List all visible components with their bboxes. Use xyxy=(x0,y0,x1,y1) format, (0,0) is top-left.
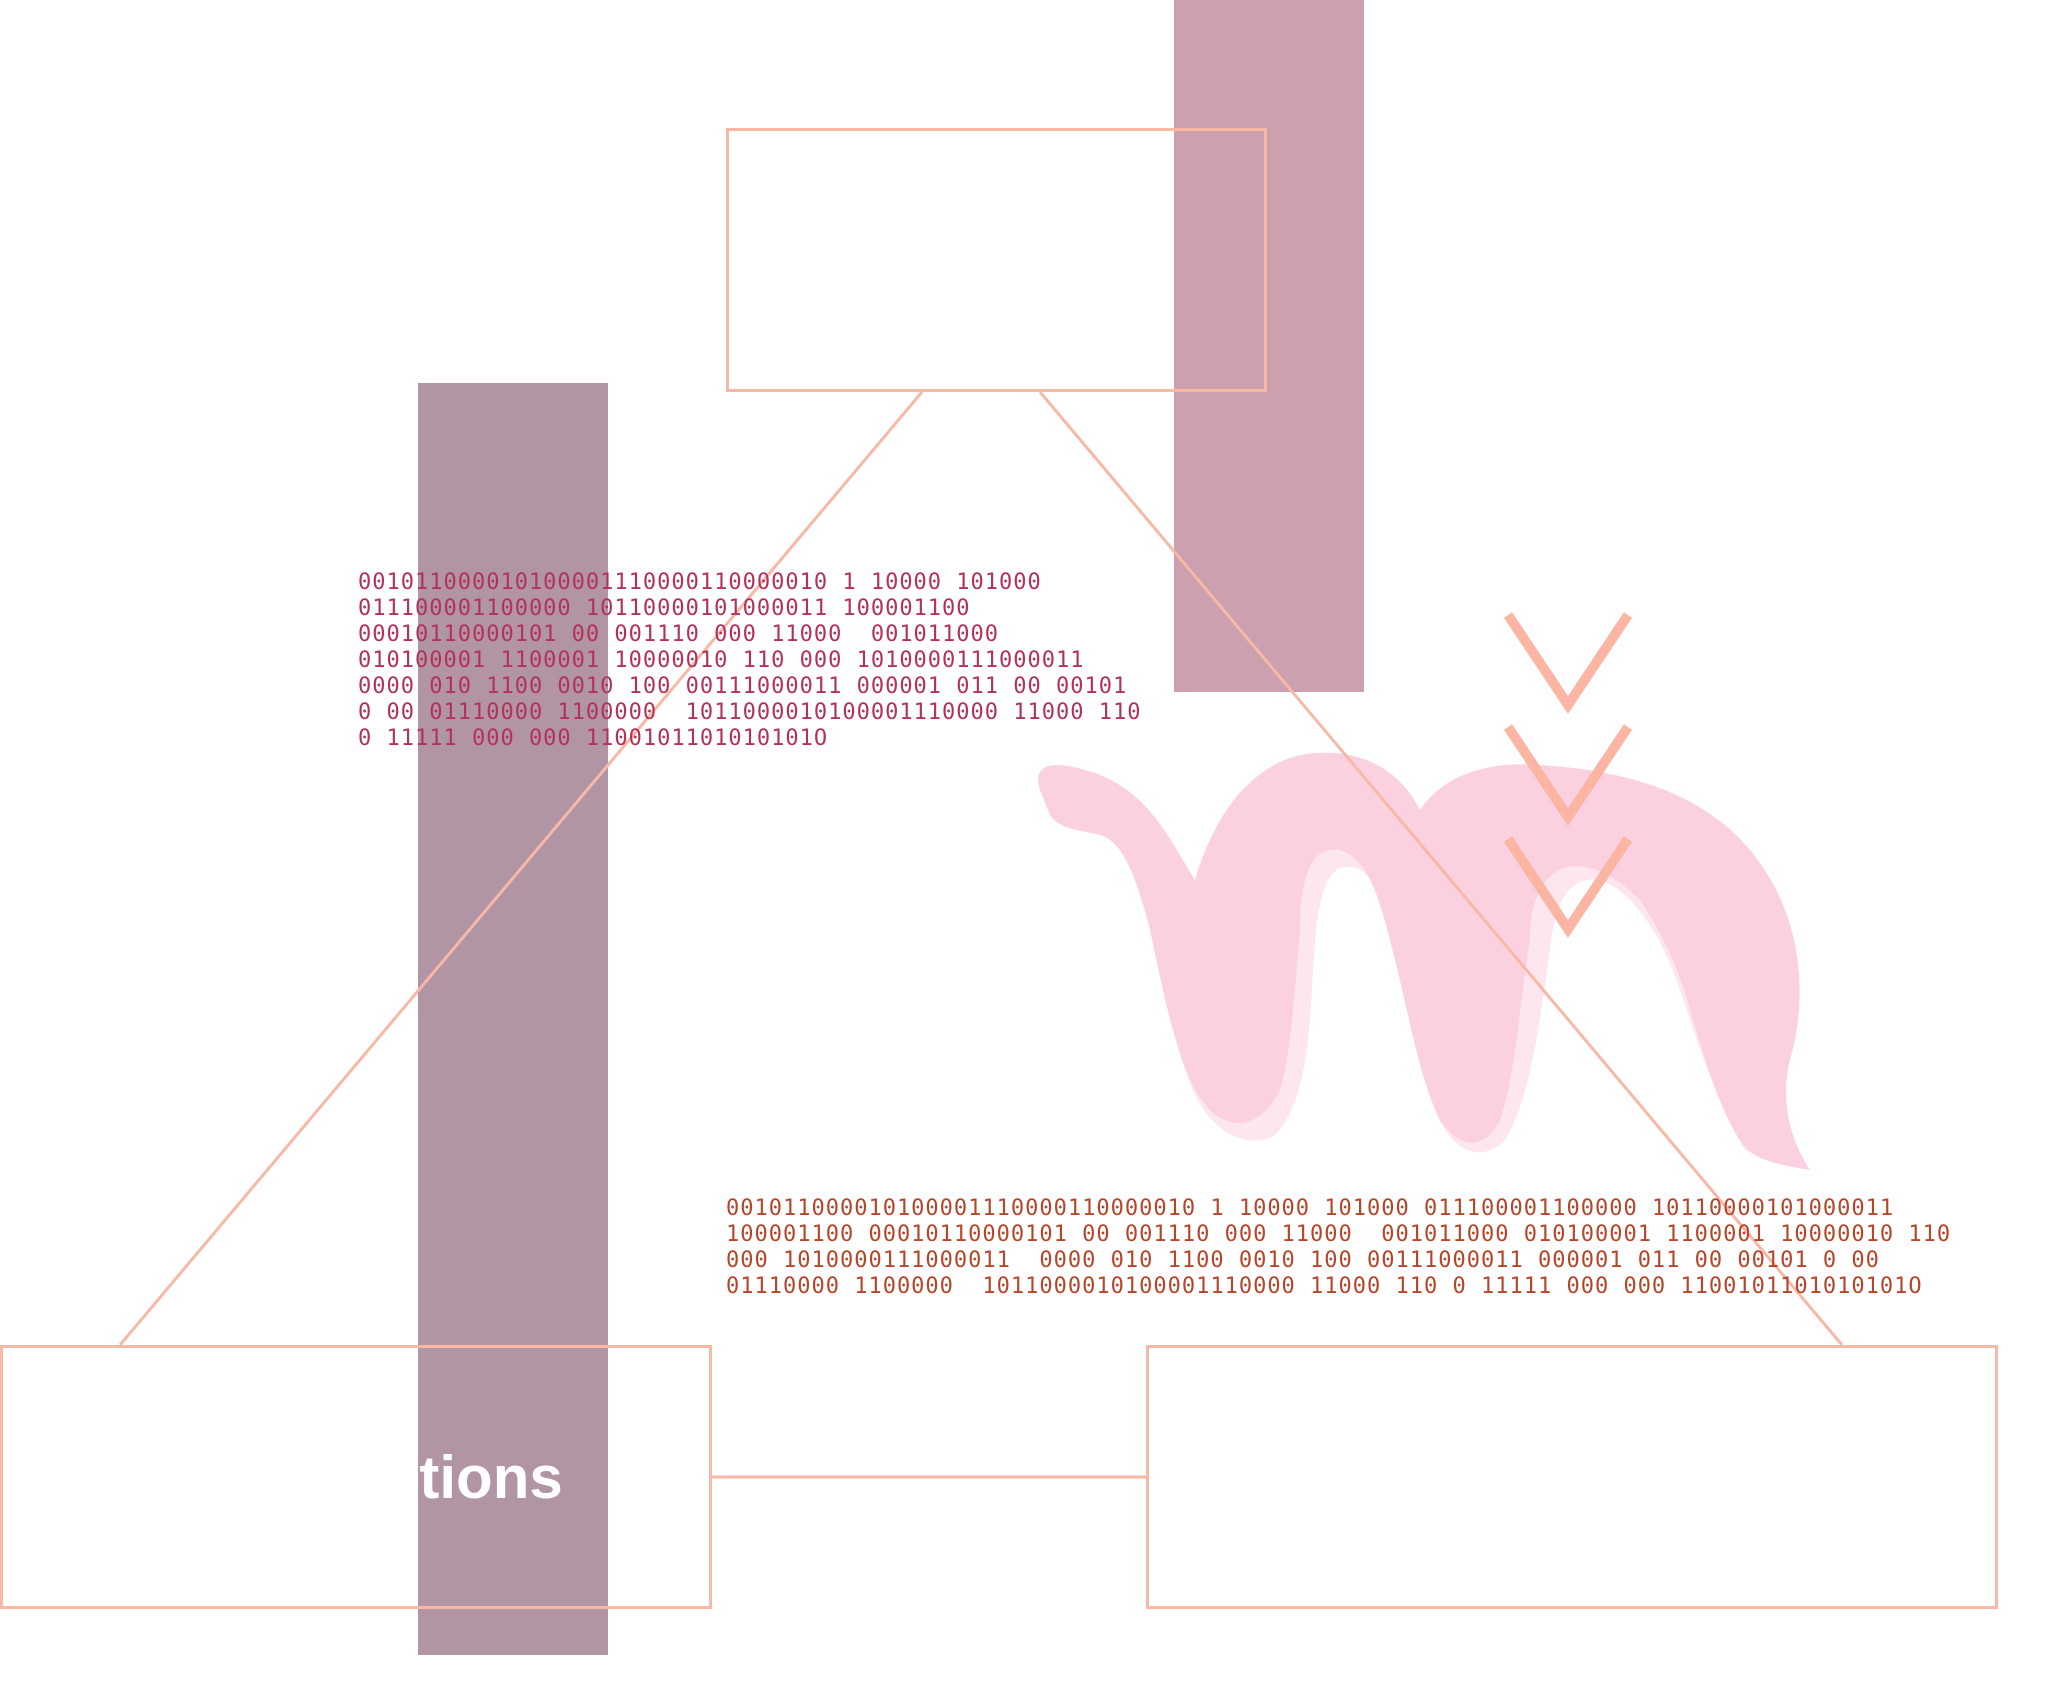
chevron-down-icon xyxy=(1503,724,1633,827)
connector-top-to-right xyxy=(1038,391,1844,1346)
node-transcriptions: Transcriptions xyxy=(0,1345,712,1609)
binary-text-top: 001011000010100001110000110000010 1 1000… xyxy=(358,570,1142,751)
node-label-transcriptions: Transcriptions xyxy=(149,1443,563,1511)
decorative-bar-right xyxy=(1174,0,1364,692)
node-oncolomics: Oncolomics xyxy=(726,128,1267,392)
chevron-down-icon xyxy=(1503,836,1633,939)
connector-lines xyxy=(118,391,1844,1479)
node-annual-conventions: Annual Conventions xyxy=(1146,1345,1998,1609)
node-label-oncolomics: Oncolomics xyxy=(853,232,1140,288)
decorative-bar-left xyxy=(418,383,608,1655)
chevron-group xyxy=(1503,612,1633,939)
binary-text-bottom: 001011000010100001110000110000010 1 1000… xyxy=(726,1196,1952,1299)
brush-stroke-icon xyxy=(1038,752,1810,1170)
connector-top-to-left xyxy=(118,391,924,1346)
chevron-down-icon xyxy=(1503,612,1633,715)
node-label-annual-conventions: Annual Conventions xyxy=(1280,1443,1864,1511)
